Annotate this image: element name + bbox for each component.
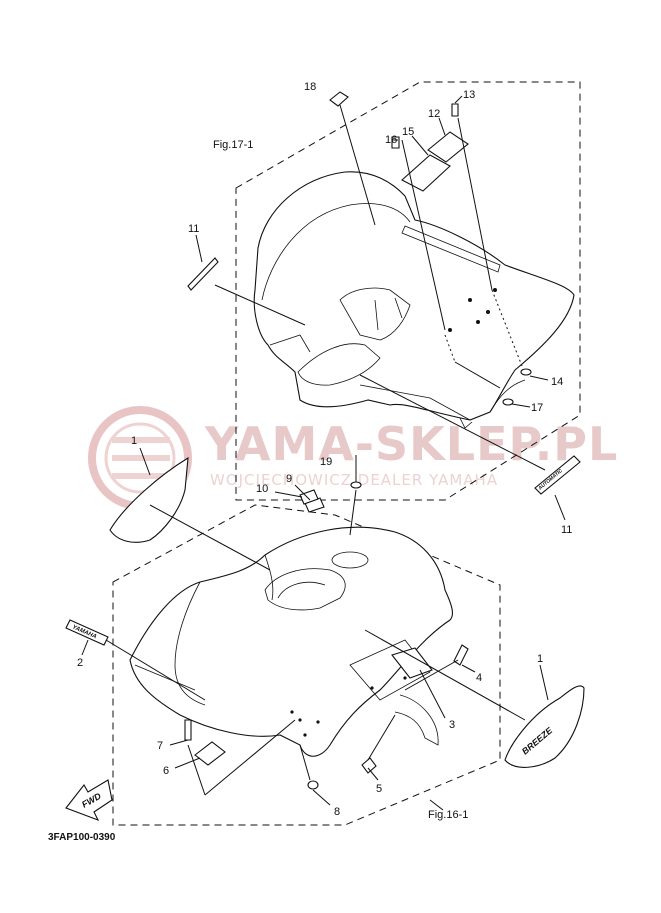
- side-cover-left: [109, 456, 189, 543]
- callout-16: 16: [385, 134, 397, 146]
- front-fender-group-outline: [112, 504, 501, 826]
- watermark: YAMA-SKLEP.PL WOJCIECHOWICZ DEALER YAMAH…: [88, 406, 618, 510]
- callout-4: 4: [476, 672, 482, 684]
- figure-ref-rear: Fig.17-1: [213, 139, 253, 151]
- callout-15: 15: [402, 126, 414, 138]
- callout-3: 3: [449, 719, 455, 731]
- leader-lines: [81, 95, 566, 811]
- callout-1-left: 1: [131, 435, 137, 447]
- side-cover-right: BREEZE: [504, 685, 585, 768]
- watermark-subtext: WOJCIECHOWICZ DEALER YAMAHA: [210, 471, 498, 489]
- front-plate-3: [391, 647, 433, 679]
- watermark-text: YAMA-SKLEP.PL: [204, 417, 618, 471]
- spring-5: [361, 757, 377, 774]
- callout-11-right: 11: [561, 524, 572, 536]
- callout-6: 6: [163, 765, 169, 777]
- bolt-7: [184, 719, 192, 741]
- front-fender: [129, 526, 454, 757]
- callout-11-left: 11: [188, 223, 199, 235]
- grommet-14: [520, 368, 532, 376]
- fwd-arrow-icon: FWD: [65, 779, 113, 822]
- rear-fender: [253, 171, 575, 429]
- callout-9: 9: [286, 473, 292, 485]
- callout-1-right: 1: [537, 653, 543, 665]
- callout-5: 5: [376, 783, 382, 795]
- callout-19: 19: [320, 456, 332, 468]
- label-10: [299, 489, 319, 505]
- callout-7: 7: [157, 740, 163, 752]
- grommet-8: [307, 780, 319, 790]
- grommet-19: [350, 481, 362, 489]
- figure-ref-front: Fig.16-1: [428, 809, 468, 821]
- automatic-decal-text: AUTOMATIC: [537, 468, 565, 492]
- rear-plate: [401, 131, 469, 192]
- callout-17: 17: [531, 402, 543, 414]
- label-11-left: [187, 257, 219, 291]
- callout-18: 18: [304, 81, 316, 93]
- callouts: 18 11 16 15 12 13 14 17 19 9 10 1 11 2 1…: [77, 81, 572, 818]
- plate-6: [194, 741, 226, 766]
- callout-14: 14: [551, 376, 563, 388]
- rear-fender-group-outline: [235, 81, 581, 501]
- bolt-13: [451, 103, 459, 117]
- label-18: [329, 91, 349, 107]
- callout-2: 2: [77, 657, 83, 669]
- grommet-17: [502, 398, 514, 406]
- callout-8: 8: [334, 806, 340, 818]
- callout-12: 12: [428, 108, 440, 120]
- callout-10: 10: [256, 483, 268, 495]
- diagram-code: 3FAP100-0390: [48, 832, 116, 843]
- callout-13: 13: [463, 89, 475, 101]
- bolt-4: [453, 644, 469, 666]
